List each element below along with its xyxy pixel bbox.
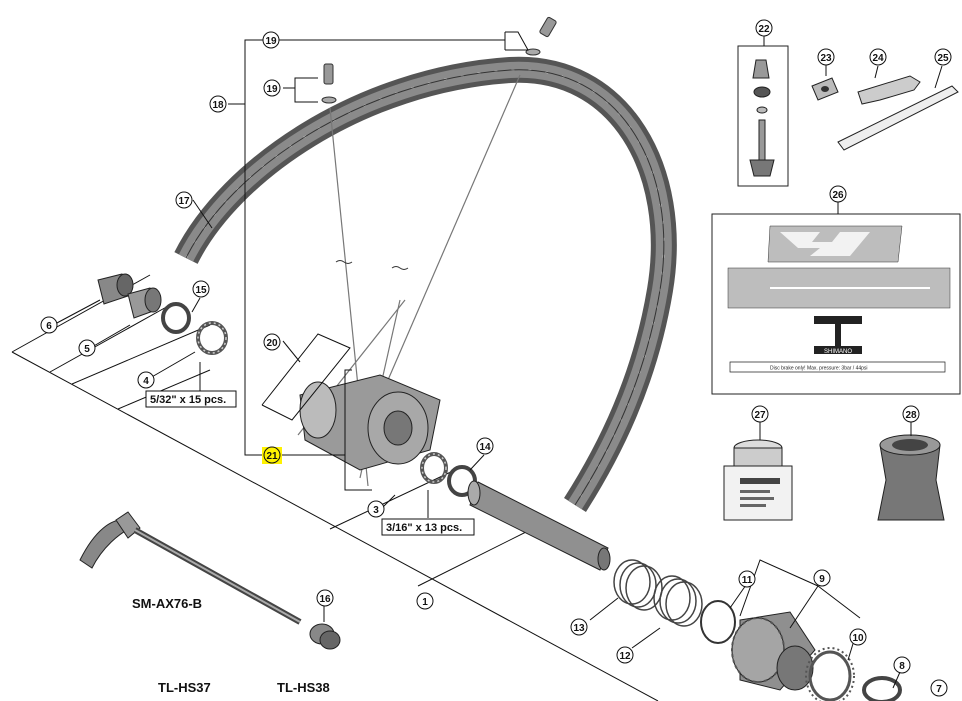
- callout-3[interactable]: 3: [367, 500, 385, 518]
- callout-5[interactable]: 5: [78, 339, 96, 357]
- callout-18[interactable]: 18: [209, 95, 227, 113]
- hub-axle[interactable]: [467, 480, 611, 571]
- svg-text:8: 8: [899, 661, 905, 672]
- valve-kit[interactable]: [749, 59, 775, 177]
- svg-text:19: 19: [265, 36, 277, 47]
- callout-14[interactable]: 14: [476, 437, 494, 455]
- seal-ring-11[interactable]: [700, 600, 736, 644]
- svg-text:3: 3: [373, 505, 379, 516]
- svg-text:17: 17: [178, 196, 190, 207]
- spoke-nipple-side[interactable]: [321, 63, 337, 104]
- valve-kit-box: [737, 45, 789, 187]
- svg-text:26: 26: [832, 190, 844, 201]
- callout-13[interactable]: 13: [570, 618, 588, 636]
- svg-text:4: 4: [143, 376, 149, 387]
- through-axle[interactable]: [79, 511, 302, 625]
- ratchet-ring-10[interactable]: [805, 647, 855, 701]
- tool-label-tl-hs38: TL-HS38: [277, 680, 330, 695]
- axle-model-label: SM-AX76-B: [132, 596, 202, 611]
- svg-text:9: 9: [819, 574, 825, 585]
- svg-text:24: 24: [872, 53, 884, 64]
- callout-10[interactable]: 10: [849, 628, 867, 646]
- callout-21-highlighted[interactable]: 21: [262, 446, 282, 464]
- svg-text:6: 6: [46, 321, 52, 332]
- callout-16[interactable]: 16: [316, 589, 334, 607]
- svg-text:1: 1: [422, 597, 428, 608]
- callout-1[interactable]: 1: [416, 592, 434, 610]
- ball-bearing-label-large: 3/16" x 13 pcs.: [381, 518, 475, 536]
- hub-body[interactable]: [299, 374, 441, 471]
- callout-9[interactable]: 9: [813, 569, 831, 587]
- freehub-body[interactable]: [731, 611, 816, 691]
- svg-text:28: 28: [905, 410, 917, 421]
- tool-label-tl-hs37: TL-HS37: [158, 680, 211, 695]
- bushing-28[interactable]: [877, 434, 945, 521]
- decal-sheet[interactable]: SHIMANO Disc brake only! Max. pressure: …: [711, 213, 961, 395]
- svg-text:25: 25: [937, 53, 949, 64]
- svg-text:22: 22: [758, 24, 770, 35]
- callout-8[interactable]: 8: [893, 656, 911, 674]
- washer-8[interactable]: [862, 676, 902, 701]
- svg-text:7: 7: [936, 684, 942, 695]
- spring-13[interactable]: [613, 559, 663, 611]
- callout-15[interactable]: 15: [192, 280, 210, 298]
- grease-jar-27[interactable]: [723, 439, 793, 521]
- svg-text:13: 13: [573, 623, 585, 634]
- spoke-break-marks: [335, 260, 409, 270]
- svg-text:27: 27: [754, 410, 766, 421]
- callout-7[interactable]: 7: [930, 679, 948, 697]
- svg-text:5/32" x 15 pcs.: 5/32" x 15 pcs.: [150, 394, 226, 406]
- svg-text:15: 15: [195, 285, 207, 296]
- callout-25[interactable]: 25: [934, 48, 952, 66]
- callout-22[interactable]: 22: [755, 19, 773, 37]
- hub-washer-left[interactable]: [161, 302, 191, 334]
- spoke-nipple-top[interactable]: [525, 16, 557, 56]
- rim-tape-25[interactable]: [837, 85, 959, 151]
- callout-19-top[interactable]: 19: [262, 31, 280, 49]
- svg-text:10: 10: [852, 633, 864, 644]
- ball-retainer-right[interactable]: [420, 452, 448, 484]
- callout-19-side[interactable]: 19: [263, 79, 281, 97]
- callout-17[interactable]: 17: [175, 191, 193, 209]
- callout-11[interactable]: 11: [738, 570, 756, 588]
- axle-end-nut-16[interactable]: [309, 623, 341, 650]
- svg-text:12: 12: [619, 651, 631, 662]
- hub-lock-nut-left[interactable]: [127, 287, 162, 319]
- svg-text:11: 11: [742, 575, 753, 586]
- svg-text:19: 19: [266, 84, 278, 95]
- callout-27[interactable]: 27: [751, 405, 769, 423]
- svg-text:14: 14: [479, 442, 491, 453]
- svg-text:21: 21: [266, 451, 278, 462]
- svg-text:5: 5: [84, 344, 90, 355]
- rim-nut-23[interactable]: [811, 77, 839, 101]
- decal-brand-text: SHIMANO: [824, 349, 852, 355]
- decal-warning-text: Disc brake only! Max. pressure: 3bar / 4…: [770, 366, 868, 372]
- ball-retainer-left[interactable]: [196, 321, 228, 355]
- hub-end-cap-left[interactable]: [97, 273, 134, 305]
- callout-12[interactable]: 12: [616, 646, 634, 664]
- callout-26[interactable]: 26: [829, 185, 847, 203]
- svg-text:16: 16: [319, 594, 331, 605]
- ball-bearing-label-small: 5/32" x 15 pcs.: [145, 390, 237, 408]
- svg-text:23: 23: [820, 53, 832, 64]
- callout-20[interactable]: 20: [263, 333, 281, 351]
- rim[interactable]: [174, 56, 677, 512]
- svg-text:18: 18: [212, 100, 224, 111]
- callout-23[interactable]: 23: [817, 48, 835, 66]
- callout-4[interactable]: 4: [137, 371, 155, 389]
- callout-6[interactable]: 6: [40, 316, 58, 334]
- callout-28[interactable]: 28: [902, 405, 920, 423]
- svg-text:3/16" x 13 pcs.: 3/16" x 13 pcs.: [386, 522, 462, 534]
- callout-24[interactable]: 24: [869, 48, 887, 66]
- tire-lever-24[interactable]: [857, 75, 921, 105]
- svg-text:20: 20: [266, 338, 278, 349]
- assembly-lines: [11, 274, 659, 701]
- spring-12[interactable]: [653, 575, 703, 627]
